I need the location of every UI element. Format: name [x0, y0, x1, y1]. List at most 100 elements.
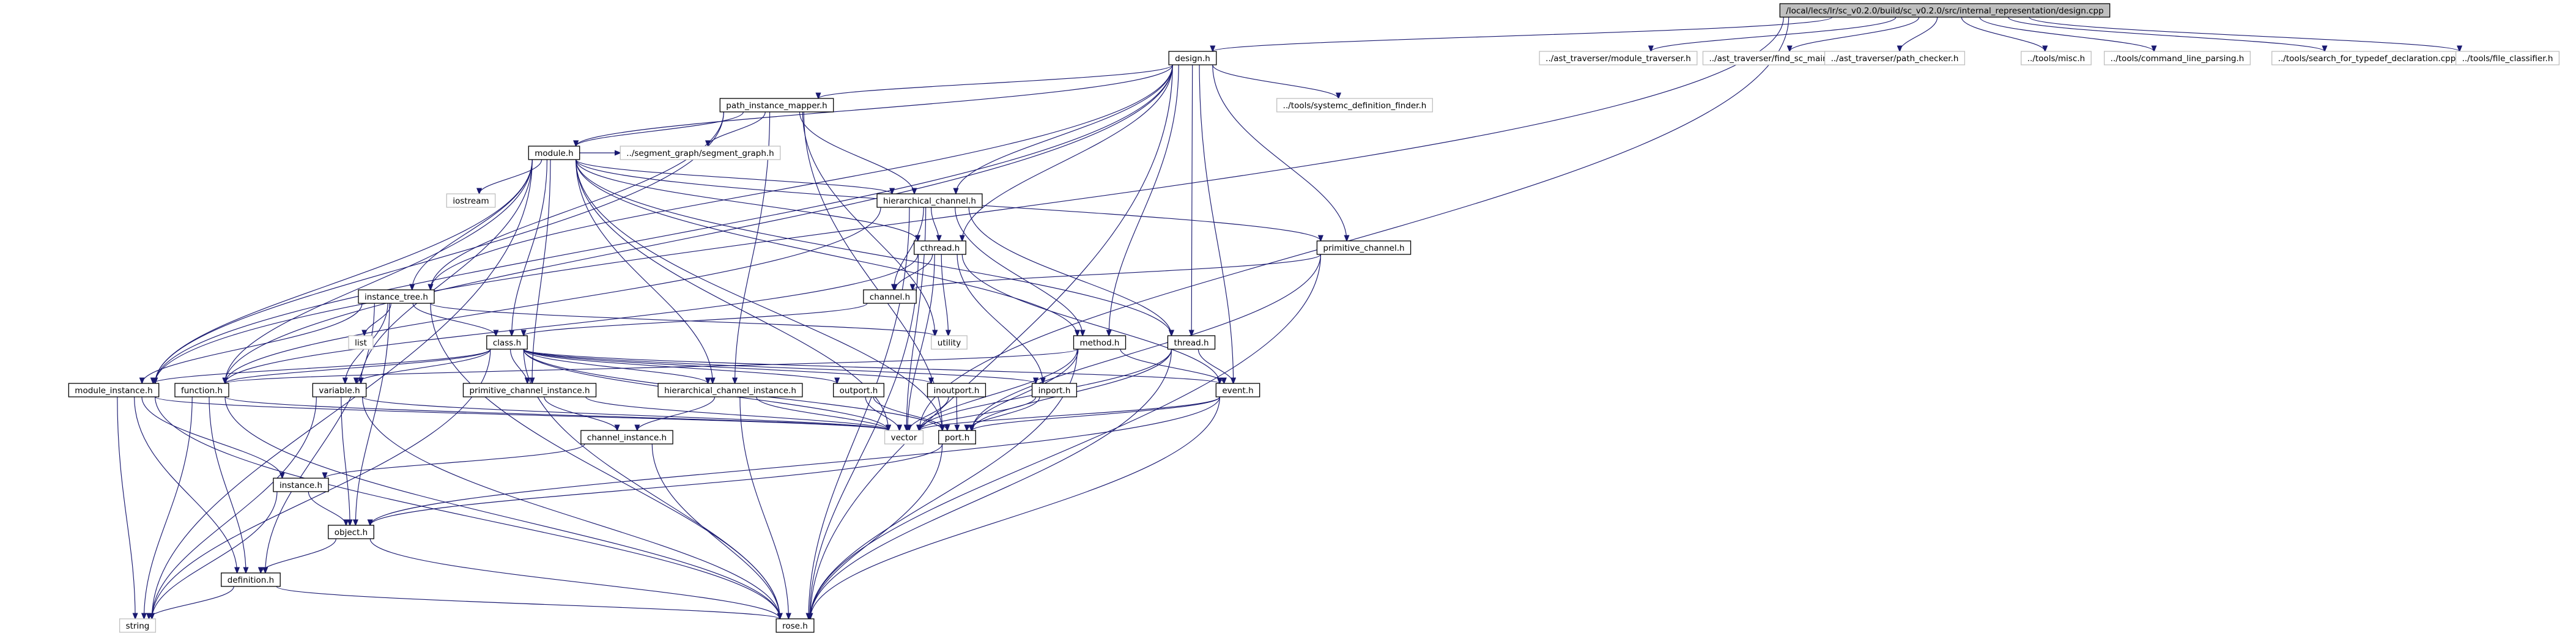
node-label: event.h — [1222, 386, 1253, 396]
node-misc[interactable]: ../tools/misc.h — [2021, 51, 2092, 65]
node-event-h[interactable]: event.h — [1215, 383, 1260, 397]
node-hier-channel[interactable]: hierarchical_channel.h — [876, 193, 983, 208]
node-label: ../tools/file_classifier.h — [2462, 54, 2553, 64]
node-box — [273, 478, 329, 492]
node-utility[interactable]: utility — [931, 335, 968, 350]
edge-cthread-to-vector — [908, 254, 935, 430]
node-inoutport[interactable]: inoutport.h — [927, 383, 986, 397]
node-label: string — [126, 621, 150, 631]
node-segment-graph[interactable]: ../segment_graph/segment_graph.h — [620, 146, 781, 160]
edge-module-h-to-hier-chan-inst — [576, 159, 712, 383]
node-variable-h[interactable]: variable.h — [312, 383, 367, 397]
node-module-traverser[interactable]: ../ast_traverser/module_traverser.h — [1539, 51, 1698, 65]
node-vector[interactable]: vector — [884, 430, 924, 445]
edge-module-h-to-instance-tree — [412, 159, 533, 290]
node-box — [1031, 383, 1078, 397]
edge-inoutport-to-vector — [909, 396, 949, 430]
edge-class-h-to-outport — [523, 349, 837, 383]
node-file-classifier[interactable]: ../tools/file_classifier.h — [2455, 51, 2560, 65]
edge-class-h-to-variable-h — [356, 349, 491, 383]
edge-outport-to-port-h — [873, 396, 947, 430]
edge-module-instance-to-string — [117, 396, 135, 619]
node-iostream[interactable]: iostream — [446, 193, 496, 208]
node-function-h[interactable]: function.h — [174, 383, 229, 397]
node-box — [927, 383, 986, 397]
edge-inport-to-port-h — [967, 396, 1040, 430]
node-label: utility — [938, 338, 961, 348]
node-box — [914, 240, 966, 255]
node-cthread[interactable]: cthread.h — [914, 240, 966, 255]
edge-module-h-to-class-h — [512, 159, 548, 336]
node-port-h[interactable]: port.h — [938, 430, 976, 445]
node-box — [876, 193, 983, 208]
edge-thread-h-to-event-h — [1197, 349, 1233, 383]
node-label: list — [355, 338, 367, 348]
node-label: instance_tree.h — [365, 292, 428, 302]
node-hier-chan-inst[interactable]: hierarchical_channel_instance.h — [657, 383, 803, 397]
edge-outport-to-vector — [865, 396, 900, 430]
node-path-checker[interactable]: ../ast_traverser/path_checker.h — [1824, 51, 1966, 65]
edge-port-h-to-object-h — [370, 443, 943, 525]
node-method-h[interactable]: method.h — [1073, 335, 1127, 350]
node-string[interactable]: string — [119, 618, 157, 633]
node-path-instance-mapper[interactable]: path_instance_mapper.h — [719, 98, 834, 113]
node-cmdline[interactable]: ../tools/command_line_parsing.h — [2104, 51, 2251, 65]
edge-instance-h-to-string — [152, 491, 278, 619]
edge-cthread-to-inport — [957, 254, 1043, 383]
edge-design-h-to-event-h — [1199, 64, 1234, 383]
edge-channel-instance-to-instance-h — [325, 443, 585, 478]
node-box — [884, 430, 924, 445]
node-channel-h[interactable]: channel.h — [863, 289, 917, 304]
node-box — [68, 383, 160, 397]
node-box — [1316, 240, 1412, 255]
node-design-h[interactable]: design.h — [1168, 51, 1217, 65]
node-primitive-channel[interactable]: primitive_channel.h — [1316, 240, 1412, 255]
node-label: ../tools/misc.h — [2027, 54, 2085, 64]
edge-module-h-to-string — [152, 159, 533, 619]
node-definition-h[interactable]: definition.h — [221, 572, 281, 587]
node-rose-h[interactable]: rose.h — [775, 618, 815, 633]
node-outport[interactable]: outport.h — [833, 383, 884, 397]
node-module-instance[interactable]: module_instance.h — [68, 383, 160, 397]
node-label: iostream — [453, 196, 489, 206]
edge-cthread-to-rose-h — [810, 254, 919, 619]
edge-root-to-module-traverser — [1651, 17, 1897, 51]
edge-design-h-to-primitive-channel — [1212, 64, 1347, 241]
node-box — [2455, 51, 2560, 65]
node-find-sc-main[interactable]: ../ast_traverser/find_sc_main.h — [1702, 51, 1843, 65]
edge-method-h-to-function-h — [225, 349, 1078, 383]
edge-event-h-to-rose-h — [810, 396, 1220, 619]
node-instance-h[interactable]: instance.h — [273, 478, 329, 492]
edge-module-h-to-port-h — [576, 159, 942, 430]
node-class-h[interactable]: class.h — [486, 335, 528, 350]
node-systemc-def-finder[interactable]: ../tools/systemc_definition_finder.h — [1276, 98, 1433, 113]
node-prim-chan-inst[interactable]: primitive_channel_instance.h — [462, 383, 597, 397]
edge-root-to-misc — [1961, 17, 2045, 51]
node-label: module.h — [535, 149, 573, 158]
node-label: hierarchical_channel.h — [883, 196, 976, 206]
node-typedef-decl[interactable]: ../tools/search_for_typedef_declaration.… — [2271, 51, 2462, 65]
node-thread-h[interactable]: thread.h — [1167, 335, 1216, 350]
node-instance-tree[interactable]: instance_tree.h — [358, 289, 435, 304]
edge-instance-h-to-object-h — [308, 491, 346, 525]
edge-root-to-path-checker — [1900, 17, 1938, 51]
nodes-layer: /local/lecs/lr/sc_v0.2.0/build/sc_v0.2.0… — [68, 3, 2560, 633]
node-list[interactable]: list — [348, 335, 374, 350]
node-module-h[interactable]: module.h — [528, 146, 580, 160]
edge-variable-h-to-string — [152, 396, 317, 619]
node-box — [348, 335, 374, 350]
node-inport[interactable]: inport.h — [1031, 383, 1078, 397]
node-label: object.h — [335, 528, 368, 537]
node-object-h[interactable]: object.h — [328, 525, 374, 539]
node-label: hierarchical_channel_instance.h — [664, 386, 796, 396]
node-root[interactable]: /local/lecs/lr/sc_v0.2.0/build/sc_v0.2.0… — [1779, 3, 2111, 18]
edge-instance-tree-to-object-h — [355, 303, 390, 525]
edge-function-h-to-rose-h — [224, 396, 780, 619]
edge-thread-h-to-rose-h — [810, 349, 1172, 619]
edge-event-h-to-vector — [919, 396, 1220, 430]
edge-variable-h-to-vector — [362, 396, 889, 430]
node-channel-instance[interactable]: channel_instance.h — [580, 430, 673, 445]
edge-function-h-to-vector — [224, 396, 889, 430]
edge-event-h-to-port-h — [972, 396, 1220, 430]
edge-module-h-to-hier-channel — [576, 159, 892, 194]
